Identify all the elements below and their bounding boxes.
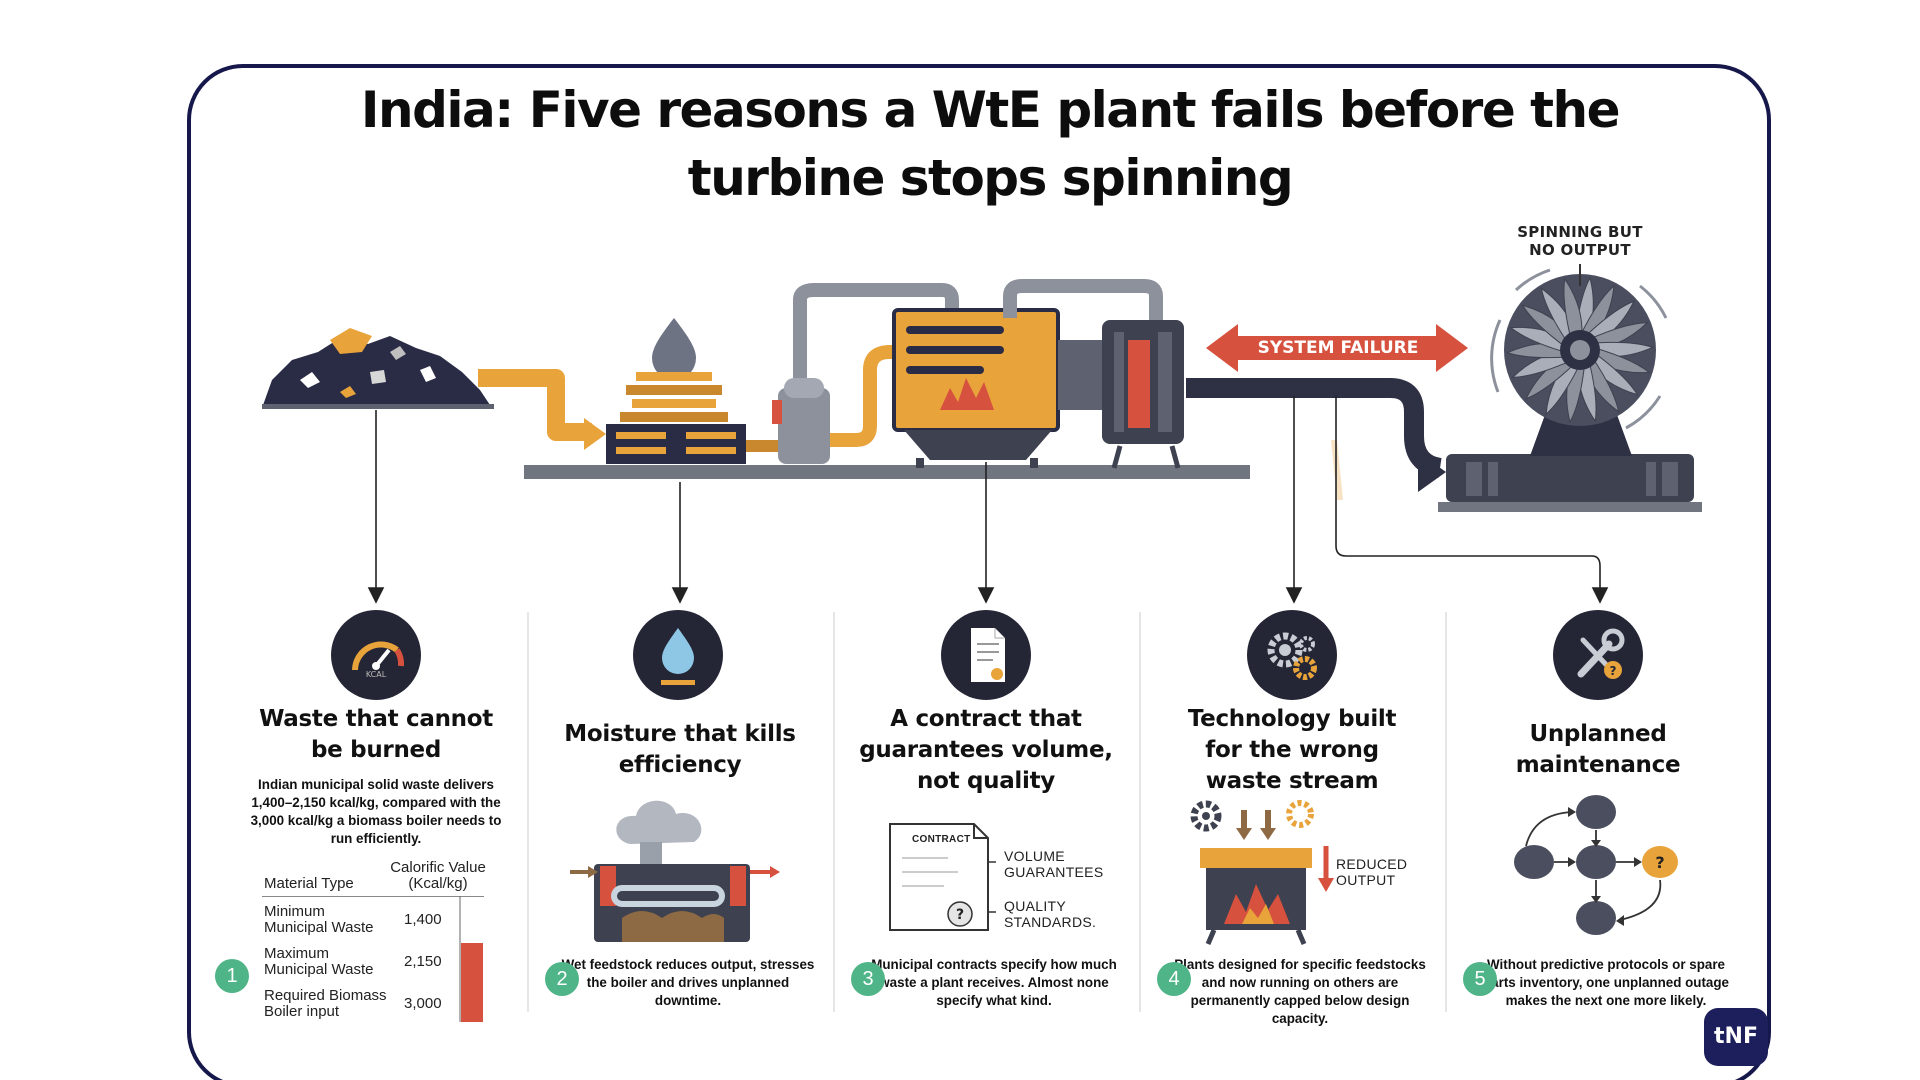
reason-number-badge: 4 <box>1157 962 1191 996</box>
col4-heading-line2: for the wrong <box>1205 737 1379 763</box>
svg-text:?: ? <box>956 907 964 923</box>
col1-heading-line2: be burned <box>311 737 441 763</box>
reason-number-badge: 2 <box>545 962 579 996</box>
label-volume-line2: GUARANTEES <box>1004 864 1104 880</box>
label-quality-line2: STANDARDS. <box>1004 914 1097 930</box>
column-divider <box>1139 612 1141 1012</box>
calorific-bar-chart <box>459 896 483 1022</box>
col1-body: Indian municipal solid waste delivers 1,… <box>250 777 502 846</box>
wet-boiler-icon <box>570 800 780 942</box>
table-row3-value: 3,000 <box>404 995 442 1012</box>
drying-stack-icon <box>606 318 746 464</box>
table-header-material: Material Type <box>264 875 354 892</box>
tnf-logo: tNF <box>1704 1008 1768 1066</box>
gauge-icon: KCAL <box>331 610 421 700</box>
page-title-line1: India: Five reasons a WtE plant fails be… <box>360 81 1621 139</box>
gauge-unit-label: KCAL <box>365 670 387 679</box>
table-row1-type-line2: Municipal Waste <box>264 919 374 936</box>
col2-heading-line2: efficiency <box>618 752 742 778</box>
table-header-calorific-line2: (Kcal/kg) <box>408 875 468 892</box>
table-row2-value: 2,150 <box>404 953 442 970</box>
table-header-calorific-line1: Calorific Value <box>390 859 486 876</box>
page-title-line2: turbine stops spinning <box>687 149 1294 207</box>
svg-text:?: ? <box>1655 853 1664 872</box>
system-failure-arrow-icon <box>1206 324 1468 372</box>
table-row2-type-line1: Maximum <box>264 945 330 962</box>
pump-tank-icon <box>746 283 959 464</box>
turbine-icon <box>1438 268 1702 512</box>
reason-number-badge: 1 <box>215 959 249 993</box>
label-output-line2: OUTPUT <box>1336 872 1396 888</box>
failure-cycle-diagram: ? <box>1514 795 1678 935</box>
table-row3-type-line2: Boiler input <box>264 1003 340 1020</box>
col3-body: Municipal contracts specify how much was… <box>871 957 1117 1008</box>
col3-heading-line3: not quality <box>917 768 1055 794</box>
col5-heading-line2: maintenance <box>1515 752 1681 778</box>
column-divider <box>1445 612 1447 1012</box>
label-volume-line1: VOLUME <box>1004 848 1065 864</box>
turbine-label-line1: SPINNING BUT <box>1517 223 1643 241</box>
label-output-line1: REDUCED <box>1336 856 1408 872</box>
table-row3-type-line1: Required Biomass <box>264 987 387 1004</box>
col2-body: Wet feedstock reduces output, stresses t… <box>561 957 815 1008</box>
gears-icon <box>1247 610 1337 700</box>
col4-heading-line1: Technology built <box>1187 706 1397 732</box>
table-rule <box>262 896 484 897</box>
water-drop-icon <box>633 610 723 700</box>
col3-heading-line2: guarantees volume, <box>859 737 1113 763</box>
turbine-label-line2: NO OUTPUT <box>1529 241 1631 259</box>
contract-sheet-icon: ? <box>889 823 996 931</box>
table-row1-value: 1,400 <box>404 911 442 928</box>
column-divider <box>833 612 835 1012</box>
col5-body: Without predictive protocols or spare pa… <box>1482 957 1729 1008</box>
waste-pile-icon <box>262 328 494 409</box>
reason-number-badge: 5 <box>1463 962 1497 996</box>
col3-heading-line1: A contract that <box>890 706 1082 732</box>
col5-heading-line1: Unplanned <box>1529 721 1667 747</box>
generator-icon <box>1102 320 1184 469</box>
calorific-bar <box>461 943 483 1022</box>
svg-text:?: ? <box>1610 664 1617 678</box>
column-divider <box>527 612 529 1012</box>
col4-body: Plants designed for specific feedstocks … <box>1174 957 1426 1026</box>
col2-heading-line1: Moisture that kills <box>564 721 796 747</box>
col1-heading-line1: Waste that cannot <box>259 706 493 732</box>
label-quality-line1: QUALITY <box>1004 898 1067 914</box>
leader-lines <box>367 396 1609 604</box>
reason-number-badge: 3 <box>851 962 885 996</box>
wrench-screwdriver-icon: ? <box>1553 610 1643 700</box>
contract-document-icon <box>941 610 1031 700</box>
system-failure-label: SYSTEM FAILURE <box>1257 338 1419 358</box>
table-row2-type-line2: Municipal Waste <box>264 961 374 978</box>
contract-sheet-title: CONTRACT <box>912 834 971 845</box>
table-row1-type-line1: Minimum <box>264 903 325 920</box>
col4-heading-line3: waste stream <box>1205 768 1379 794</box>
mismatched-furnace-icon <box>1190 800 1334 945</box>
